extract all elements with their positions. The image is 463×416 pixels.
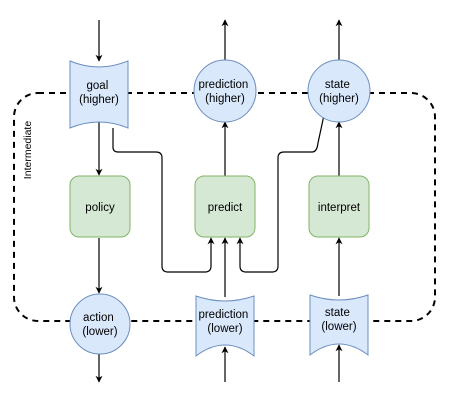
state-higher-label-line1: state [325,79,350,91]
svg-text:goal (higher): goal (higher) [79,80,119,106]
prediction-higher-shape [193,59,257,123]
prediction-higher-node: prediction (higher) [193,59,257,123]
policy-shape [69,175,131,238]
prediction-lower-label-line1: prediction [198,309,248,321]
svg-text:prediction (higher): prediction (higher) [198,79,251,105]
state-higher-shape [307,59,371,123]
prediction-lower-shape [195,295,255,358]
state-lower-label-line2: (lower) [321,321,356,333]
svg-text:action (lower): action (lower) [82,312,117,338]
action-lower-label-line2: (lower) [82,326,117,338]
action-lower-label-line1: action [83,312,114,324]
prediction-lower-node: prediction (lower) [195,295,255,358]
interpret-node: interpret [308,175,370,238]
svg-text:prediction (lower): prediction (lower) [198,309,251,335]
goal-higher-node: goal (higher) [69,60,129,129]
prediction-higher-label-line1: prediction [198,79,248,91]
state-lower-node: state (lower) [309,294,369,357]
state-higher-node: state (higher) [307,59,371,123]
intermediate-label: Intermediate [22,121,34,180]
state-lower-shape [309,294,369,357]
predict-node: predict [194,175,256,238]
goal-higher-label-line1: goal [87,80,109,92]
predict-shape [194,175,256,238]
svg-text:state (higher): state (higher) [319,79,359,105]
goal-higher-shape [69,60,129,129]
predict-label: predict [208,202,243,214]
action-lower-node: action (lower) [69,293,131,355]
interpret-shape [308,175,370,238]
svg-text:state (lower): state (lower) [321,307,356,333]
policy-label: policy [85,202,115,214]
goal-higher-label-line2: (higher) [79,94,119,106]
state-lower-label-line1: state [325,307,350,319]
state-higher-label-line2: (higher) [319,93,359,105]
prediction-lower-label-line2: (lower) [207,323,242,335]
action-lower-shape [69,293,131,355]
prediction-higher-label-line2: (higher) [205,93,245,105]
edge-state-higher-predict [236,114,325,273]
edge-goal-predict [112,128,215,273]
policy-node: policy [69,175,131,238]
interpret-label: interpret [318,202,361,214]
